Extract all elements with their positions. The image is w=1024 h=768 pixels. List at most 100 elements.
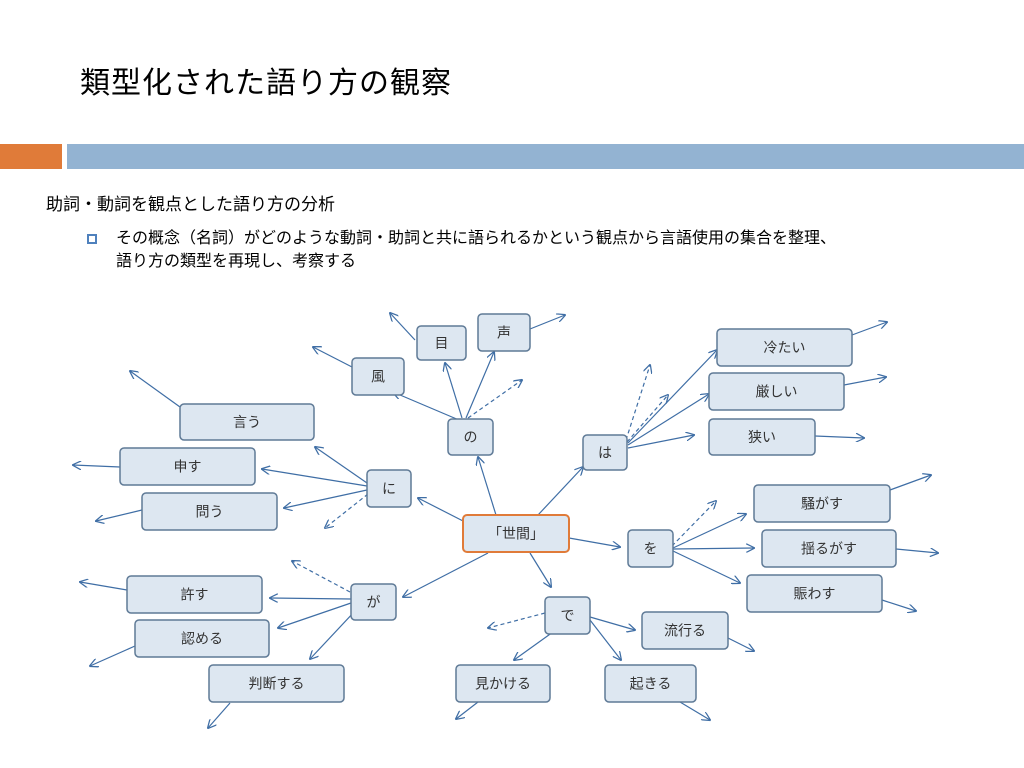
edge-semai-out (814, 436, 864, 438)
node-word-koe-box (477, 313, 531, 352)
node-word-sawagasu: 騒がす (753, 484, 891, 523)
edge-ni-mosu (262, 469, 368, 487)
node-particle-ga-label: が (367, 595, 381, 611)
node-word-mosu-label: 申す (174, 460, 202, 476)
node-word-me-box (416, 325, 467, 361)
edge-wo-sawagasu (672, 514, 746, 549)
node-particle-de-box (544, 596, 591, 635)
edge-kibishii-out (843, 377, 886, 386)
node-center-box (462, 514, 570, 553)
edge-center-ga (403, 552, 489, 597)
node-word-koe-label: 声 (497, 326, 511, 342)
node-word-kibishii: 厳しい (708, 372, 845, 411)
edge-ni-iu (315, 447, 368, 484)
node-word-koe: 声 (477, 313, 531, 352)
node-word-mikakeru: 見かける (455, 664, 551, 703)
edge-ha-semai (627, 435, 694, 449)
edge-mikakeru-out (456, 701, 479, 719)
edge-mosu-out (73, 465, 121, 467)
node-word-tsumetai-label: 冷たい (764, 341, 806, 357)
edge-handan-out (208, 702, 231, 728)
edge-ni-tou (284, 489, 368, 508)
node-word-kaze-label: 風 (371, 370, 385, 386)
edge-mitomeru-out (90, 645, 136, 666)
edge-tsumetai-out (851, 322, 887, 336)
edge-tou-out (96, 509, 143, 521)
edge-ga-handan (310, 610, 356, 659)
node-word-nigiwasu-label: 賑わす (794, 587, 836, 603)
edge-no-me (445, 363, 463, 419)
edge-center-ha (537, 467, 583, 516)
edge-no-koe (465, 352, 494, 419)
edge-no-dashed (467, 380, 522, 419)
bullet-square-icon (87, 234, 97, 244)
node-particle-no-label: の (464, 430, 478, 446)
node-word-tou-box (141, 492, 278, 531)
node-word-mosu-box (119, 447, 256, 486)
edge-wo-dashed (671, 501, 716, 547)
node-word-tsumetai-box (716, 328, 853, 367)
edge-nigiwasu-out (881, 599, 916, 611)
accent-bar-blue (67, 144, 1024, 169)
node-word-sawagasu-box (753, 484, 891, 523)
node-particle-no-box (447, 418, 494, 456)
node-center-label: 「世間」 (488, 527, 544, 543)
node-particle-no: の (447, 418, 494, 456)
node-word-me-label: 目 (435, 336, 449, 352)
node-word-semai-box (708, 418, 816, 456)
node-word-semai-label: 狭い (748, 430, 776, 446)
node-particle-wo: を (627, 529, 674, 568)
node-word-kaze: 風 (351, 357, 405, 396)
node-word-handan: 判断する (208, 664, 345, 703)
node-word-mitomeru: 認める (134, 619, 270, 658)
node-particle-ni-label: に (382, 482, 396, 498)
edge-de-dashed (488, 612, 546, 628)
node-word-mitomeru-box (134, 619, 270, 658)
node-particle-ga-box (350, 583, 397, 621)
node-word-iu-box (179, 403, 315, 441)
node-word-iu: 言う (179, 403, 315, 441)
node-word-yurusu-label: 許す (181, 588, 209, 604)
node-particle-ga: が (350, 583, 397, 621)
edge-yurusu-out (80, 582, 128, 591)
node-particle-ha: は (582, 434, 628, 471)
node-word-handan-box (208, 664, 345, 703)
bullet-text: その概念（名詞）がどのような動詞・助詞と共に語られるかという観点から言語使用の集… (116, 226, 976, 272)
node-word-yurusu-box (126, 575, 263, 614)
bullet-line-2: 語り方の類型を再現し、考察する (116, 251, 357, 270)
node-word-mikakeru-label: 見かける (475, 677, 531, 693)
node-word-semai: 狭い (708, 418, 816, 456)
node-word-yurugasu-box (761, 529, 897, 568)
edge-de-hayaru (589, 616, 635, 630)
node-particle-ha-label: は (598, 446, 612, 462)
accent-bar-orange (0, 144, 62, 169)
edge-no-kaze (393, 392, 460, 421)
node-particle-ha-box (582, 434, 628, 471)
edge-ga-dashed (292, 561, 351, 593)
node-word-okiru-box (604, 664, 697, 703)
edge-center-de (529, 552, 551, 587)
edge-ha-dashed1 (625, 365, 650, 441)
edge-center-ni (418, 498, 466, 523)
node-word-nigiwasu: 賑わす (746, 574, 883, 613)
node-word-mitomeru-label: 認める (181, 632, 223, 648)
node-word-tsumetai: 冷たい (716, 328, 853, 367)
section-heading: 助詞・動詞を観点とした語り方の分析 (46, 195, 335, 215)
edge-kaze-out (313, 347, 353, 368)
slide-title: 類型化された語り方の観察 (80, 66, 452, 101)
edge-ga-yurusu (270, 598, 352, 599)
node-word-sawagasu-label: 騒がす (801, 497, 843, 513)
node-particle-wo-label: を (644, 542, 658, 558)
node-word-yurusu: 許す (126, 575, 263, 614)
edge-center-no (478, 457, 497, 516)
node-word-okiru: 起きる (604, 664, 697, 703)
edge-me-out (390, 313, 416, 341)
node-word-hayaru-box (641, 611, 729, 650)
bullet-line-1: その概念（名詞）がどのような動詞・助詞と共に語られるかという観点から言語使用の集… (116, 228, 837, 247)
edge-sawagasu-out (889, 475, 931, 491)
edge-ha-kibishii (627, 394, 709, 446)
node-word-yurugasu: 揺るがす (761, 529, 897, 568)
node-word-mosu: 申す (119, 447, 256, 486)
edge-center-wo (568, 537, 620, 547)
